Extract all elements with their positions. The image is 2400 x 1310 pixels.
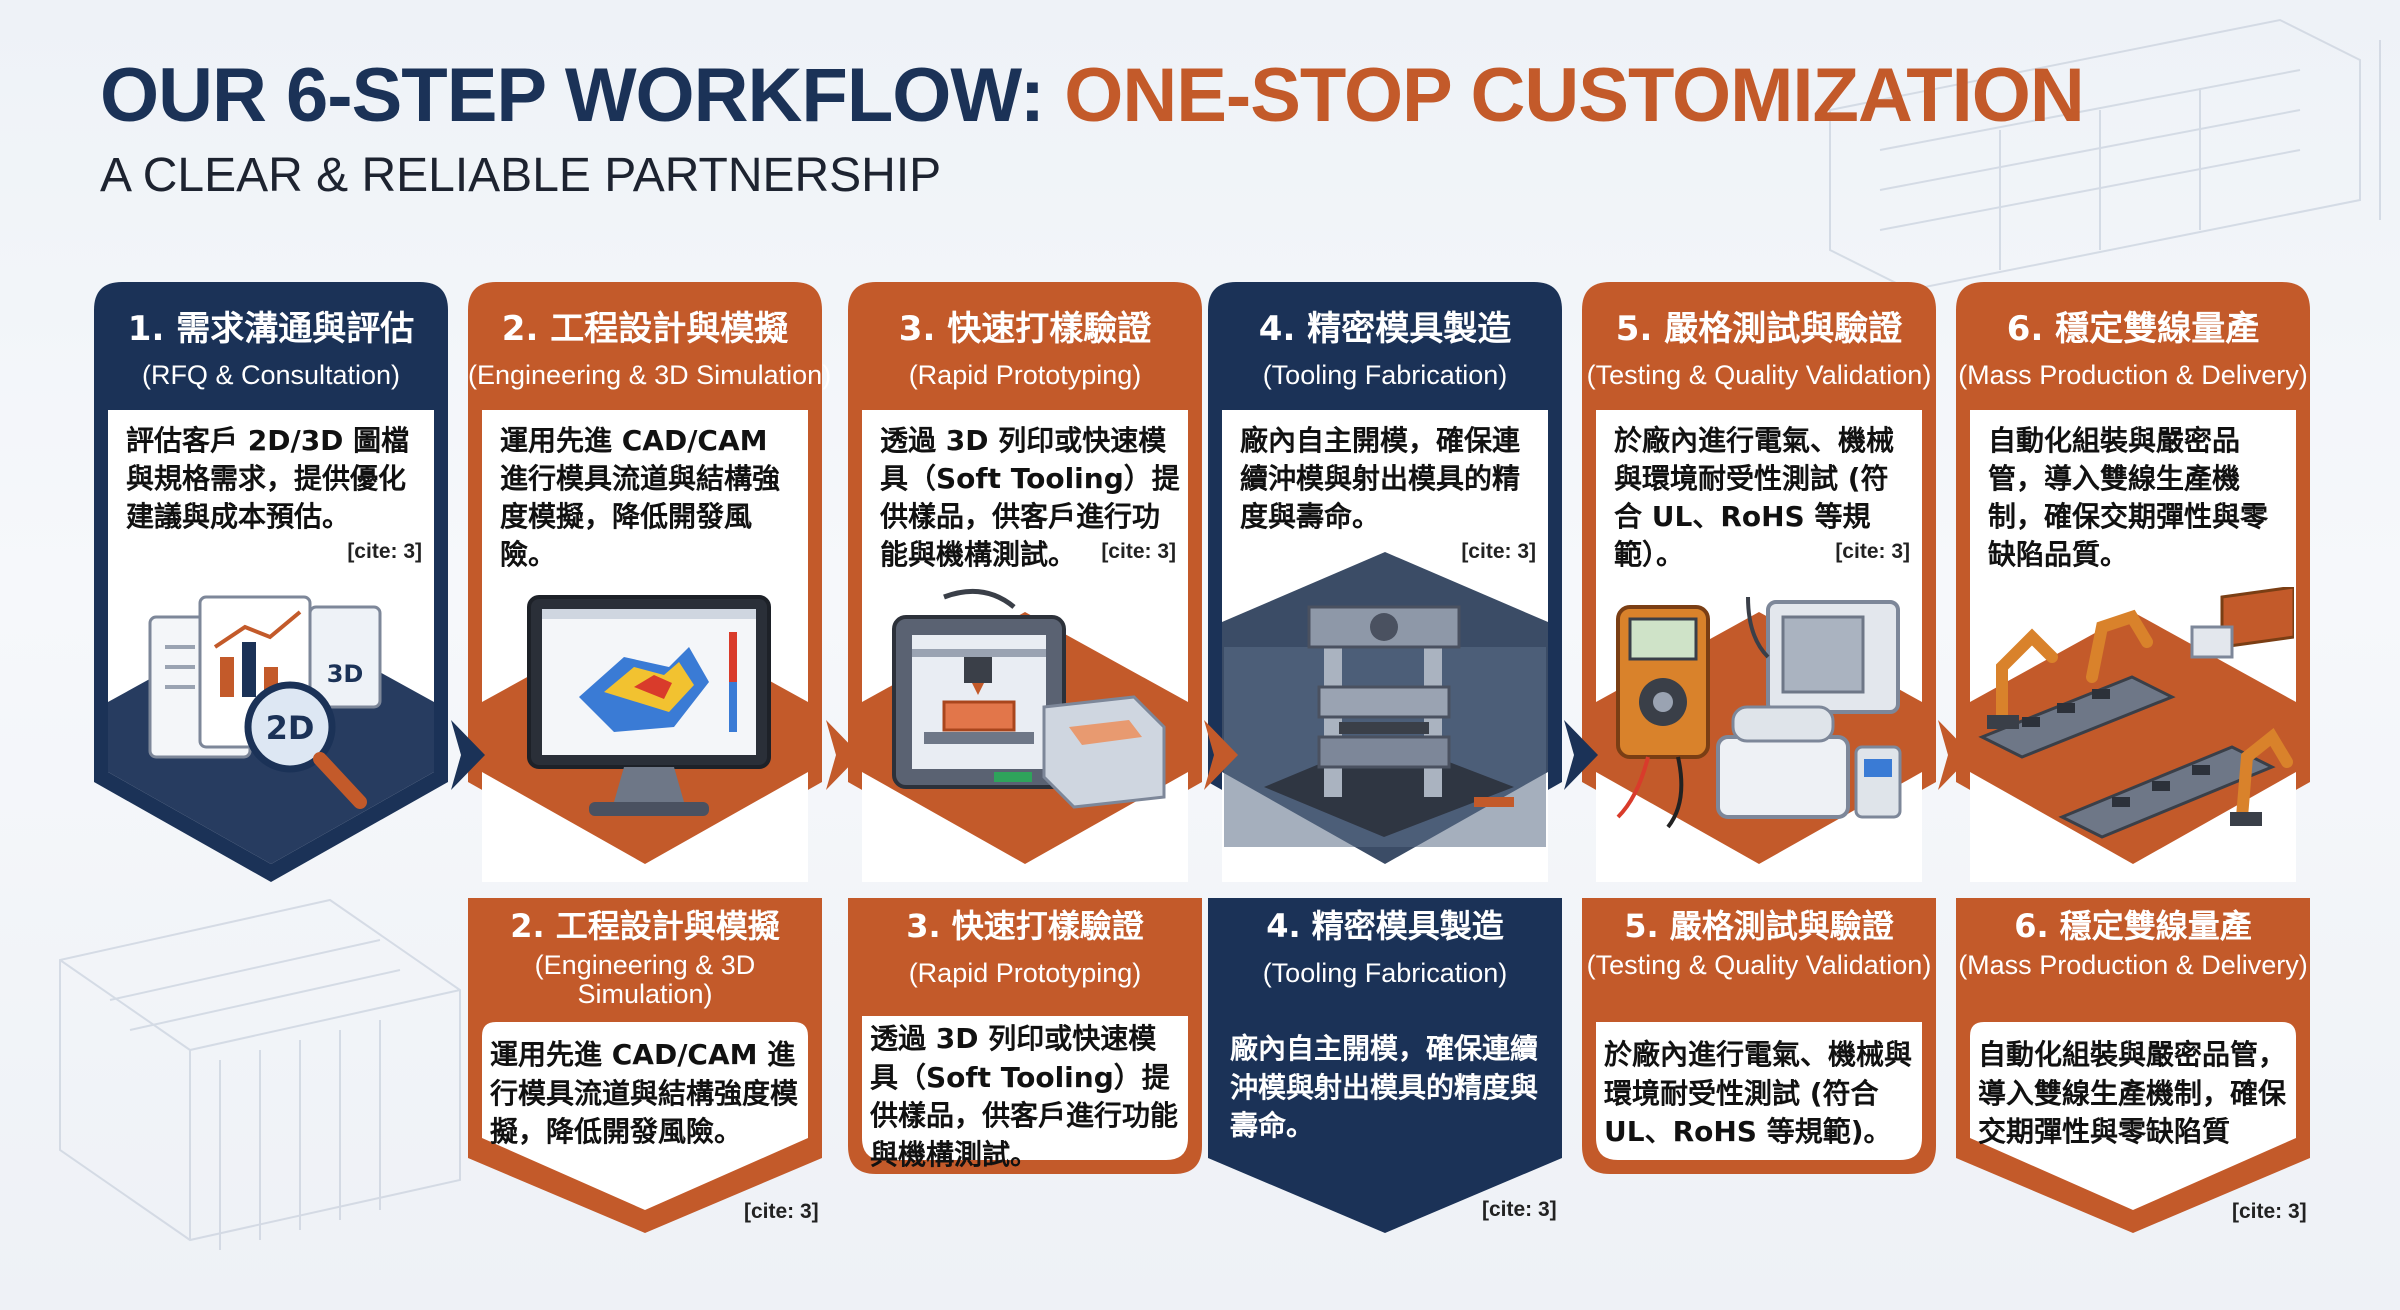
step-4-title: 4. 精密模具製造 [1258,309,1512,349]
title-part-1: OUR 6-STEP WORKFLOW: [100,53,1045,138]
step-2-title: 2. 工程設計與模擬 [501,309,789,349]
test-equipment-icon [1616,596,1902,829]
bottom-step-2: 2. 工程設計與模擬 (Engineering & 3D Simulation)… [468,898,822,1238]
step-1-title: 1. 需求溝通與評估 [127,309,415,349]
bottom-step-6-desc: 自動化組裝與嚴密品管，導入雙線生產機制，確保交期彈性與零缺陷質 [1978,1038,2287,1149]
arrow-2-to-3 [826,720,860,790]
step-6-subtitle: (Mass Production & Delivery) [1958,360,2308,391]
bottom-step-5-desc: 於廠內進行電氣、機械與環境耐受性測試 (符合 UL、RoHS 等規範)。 [1604,1038,1913,1149]
production-line-icon [1978,587,2294,839]
arrow-5-to-6 [1938,720,1972,790]
step-1-cite: [cite: 3] [347,540,422,563]
arrow-1-to-2 [451,720,485,790]
mold-press-icon [1224,605,1546,847]
illus-2d-label: 2D [266,709,315,747]
step-4-desc: 廠內自主開模，確保連續沖模與射出模具的精度與壽命。 [1240,424,1521,534]
bottom-step-2-subtitle: (Engineering & 3D Simulation) [534,949,756,1010]
step-3-subtitle: (Rapid Prototyping) [908,360,1142,391]
documents-magnifier-icon: 3D 2D [148,595,382,809]
bottom-step-3-title: 3. 快速打樣驗證 [906,907,1144,945]
step-5-desc: 於廠內進行電氣、機械與環境耐受性測試 (符合 UL、RoHS 等規範）。 [1614,424,1895,572]
step-6-title: 6. 穩定雙線量產 [2006,309,2260,349]
bottom-step-2-cite: [cite: 3] [744,1200,819,1223]
step-3-desc: 透過 3D 列印或快速模具（Soft Tooling）提供樣品，供客戶進行功能與… [880,424,1180,572]
step-5-subtitle: (Testing & Quality Validation) [1586,360,1932,391]
bottom-step-3-desc: 透過 3D 列印或快速模具（Soft Tooling）提供樣品，供客戶進行功能與… [870,1022,1179,1171]
step-2-desc: 運用先進 CAD/CAM 進行模具流道與結構強度模擬，降低開發風險。 [500,424,781,572]
step-1-subtitle: (RFQ & Consultation) [141,360,401,391]
bottom-step-3: 3. 快速打樣驗證 (Rapid Prototyping) 透過 3D 列印或快… [848,898,1202,1178]
bottom-step-5-title: 5. 嚴格測試與驗證 [1624,907,1894,945]
bottom-step-4: 4. 精密模具製造 (Tooling Fabrication) 廠內自主開模，確… [1208,898,1562,1238]
step-3-title: 3. 快速打樣驗證 [898,309,1152,349]
bottom-step-2-desc: 運用先進 CAD/CAM 進行模具流道與結構強度模擬，降低開發風險。 [490,1038,799,1149]
bottom-step-4-cite: [cite: 3] [1482,1198,1557,1221]
arrow-3-to-4 [1204,720,1238,790]
arrow-4-to-5 [1564,720,1598,790]
illus-3d-label: 3D [327,660,364,688]
bottom-step-4-title: 4. 精密模具製造 [1266,907,1504,945]
3d-printer-icon [892,588,1166,809]
bottom-step-3-subtitle: (Rapid Prototyping) [908,957,1142,988]
bottom-step-6-shape [1956,898,2310,1233]
step-6-shape [1956,282,2310,882]
bottom-step-4-subtitle: (Tooling Fabrication) [1262,957,1508,988]
bottom-step-4-shape [1208,898,1562,1233]
step-4-subtitle: (Tooling Fabrication) [1262,360,1508,391]
step-5-title: 5. 嚴格測試與驗證 [1615,309,1903,349]
bottom-step-6: 6. 穩定雙線量產 (Mass Production & Delivery) 自… [1956,898,2310,1238]
page-title: OUR 6-STEP WORKFLOW: ONE-STOP CUSTOMIZAT… [100,58,2085,134]
bottom-step-4-desc: 廠內自主開模，確保連續沖模與射出模具的精度與壽命。 [1230,1032,1539,1143]
bottom-step-2-title: 2. 工程設計與模擬 [510,907,780,945]
monitor-simulation-icon [527,595,771,816]
page-subtitle: A CLEAR & RELIABLE PARTNERSHIP [100,149,942,202]
step-6-desc: 自動化組裝與嚴密品管，導入雙線生產機制，確保交期彈性與零缺陷品質。 [1988,424,2269,572]
bottom-step-5-shape [1582,898,1936,1174]
bottom-step-6-subtitle: (Mass Production & Delivery) [1958,949,2308,980]
step-1-desc: 評估客戶 2D/3D 圖檔與規格需求，提供優化建議與成本預估。 [126,424,410,534]
header: OUR 6-STEP WORKFLOW: ONE-STOP CUSTOMIZAT… [100,58,2085,202]
bottom-step-2-shape [468,898,822,1233]
bottom-step-5-subtitle: (Testing & Quality Validation) [1586,949,1932,980]
step-5-cite: [cite: 3] [1835,540,1910,563]
bottom-step-3-shape [848,898,1202,1174]
bottom-step-5: 5. 嚴格測試與驗證 (Testing & Quality Validation… [1582,898,1936,1178]
step-3-cite: [cite: 3] [1101,540,1176,563]
step-2-subtitle: (Engineering & 3D Simulation) [468,360,832,391]
bottom-step-6-title: 6. 穩定雙線量產 [2014,907,2252,945]
bottom-step-6-cite: [cite: 3] [2232,1200,2307,1223]
step-4-cite: [cite: 3] [1461,540,1536,563]
title-part-2: ONE-STOP CUSTOMIZATION [1064,53,2085,138]
